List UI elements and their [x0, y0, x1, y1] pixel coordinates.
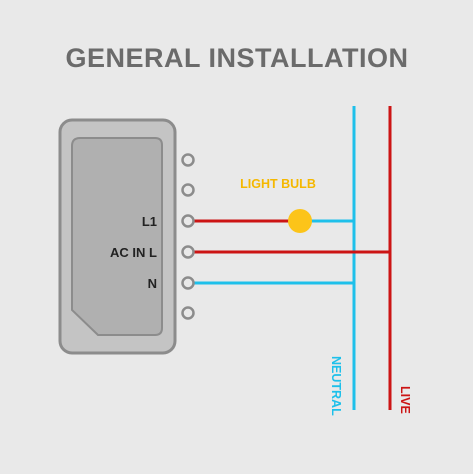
terminal-label-l1: L1: [142, 214, 157, 229]
terminal-l1: [181, 214, 195, 228]
terminal-ac-in-l: [181, 245, 195, 259]
relay-module: [58, 118, 177, 355]
terminal-n: [181, 276, 195, 290]
wires: [194, 106, 392, 410]
terminal-1: [181, 153, 195, 167]
light-bulb-label: LIGHT BULB: [240, 177, 316, 191]
terminal-screws: [181, 153, 195, 320]
relay-module-face: [71, 137, 163, 336]
live-label: LIVE: [398, 386, 412, 414]
terminal-2: [181, 183, 195, 197]
terminal-6: [181, 306, 195, 320]
terminal-label-n: N: [148, 276, 157, 291]
light-bulb-icon: [288, 209, 312, 233]
neutral-label: NEUTRAL: [329, 356, 343, 416]
terminal-label-ac-in-l: AC IN L: [110, 245, 157, 260]
diagram-title: GENERAL INSTALLATION: [66, 43, 409, 73]
